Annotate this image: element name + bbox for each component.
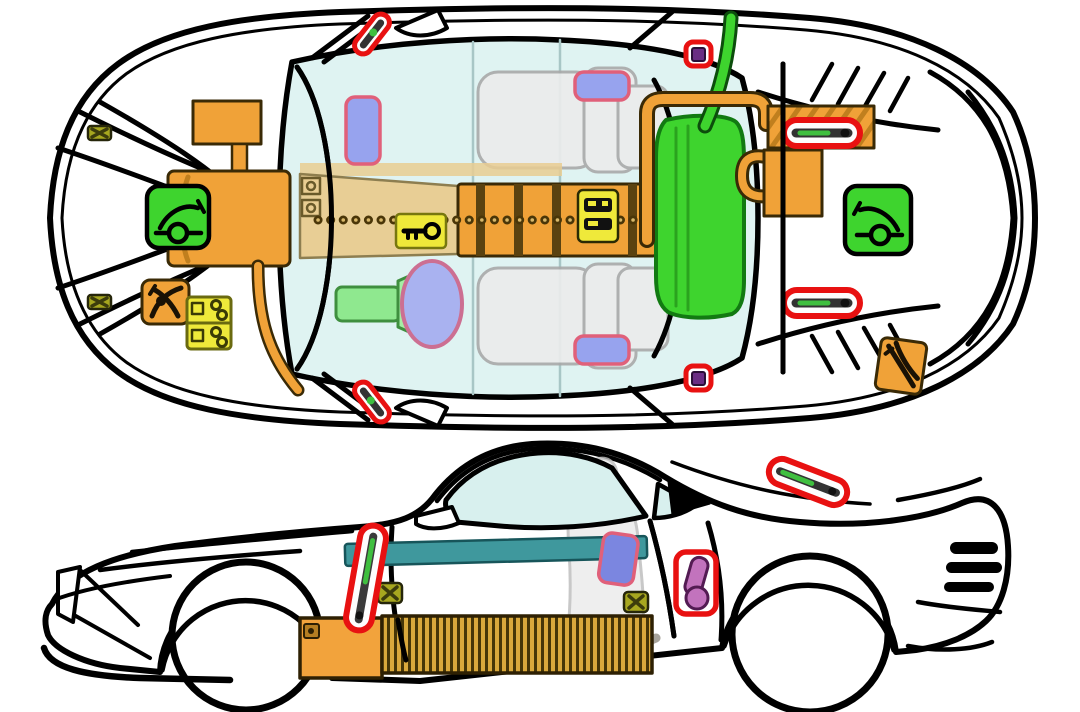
- nose-detail-lines: [52, 568, 172, 660]
- fuel-filler-tube: [697, 10, 739, 134]
- roof-inner-line: [434, 446, 663, 504]
- door-intrusion-beam: [343, 534, 649, 568]
- rear-power-box: [762, 148, 824, 218]
- door-line-overlay: [395, 617, 409, 663]
- engine-lid-release-icon: [842, 183, 914, 257]
- rear-bumper-lines: [905, 599, 1003, 652]
- taillight-cluster: [944, 542, 1002, 592]
- aux-battery-connector: [230, 142, 249, 174]
- battery-disconnect-icon: [576, 188, 620, 244]
- hood-creases: [97, 528, 355, 573]
- tail-loops: [927, 69, 1018, 367]
- rear-quarter-line: [705, 520, 725, 643]
- side-mirrors-top-view: [394, 8, 449, 428]
- seat-headrest-airbag-right: [573, 334, 631, 366]
- rear-intake-dark: [667, 481, 711, 516]
- rear-hv-cable: [639, 91, 777, 248]
- rear-spoiler-seam: [895, 476, 983, 503]
- hv-sill-battery-cells: [380, 614, 654, 675]
- side-view-overlay-lines: [395, 518, 677, 663]
- lift-point-marker-side-front: [376, 581, 404, 605]
- passenger-dash-airbag: [344, 95, 382, 166]
- b-pillar-overlay: [647, 518, 677, 639]
- belt-pretensioner-top: [683, 39, 714, 69]
- aux-battery-box: [191, 99, 263, 146]
- engine-vent-slats: [809, 61, 911, 375]
- top-body-inner-line: [60, 18, 1024, 418]
- fuse-relay-box: [185, 295, 233, 351]
- door-gas-strut-bottom: [352, 379, 392, 425]
- windshield-arc-overlay: [294, 64, 334, 372]
- fuel-tank: [654, 113, 746, 320]
- side-view-components: [298, 455, 851, 680]
- lift-point-marker-front-right: [86, 293, 113, 311]
- rescue-cutter-icon: [140, 278, 191, 326]
- front-seats-top-view: [476, 66, 670, 370]
- rescue-pliers-icon: [873, 336, 929, 396]
- hood-release-icon: [144, 183, 212, 251]
- lift-point-marker-front-left: [86, 124, 113, 142]
- steering-wheel-airbag: [400, 259, 464, 349]
- top-view-components: [86, 10, 929, 425]
- hv-tunnel-cover-band: [300, 163, 562, 176]
- front-hv-cable: [251, 259, 305, 397]
- front-splitter: [40, 644, 234, 684]
- seat-headrest-airbag-left: [573, 70, 631, 102]
- engine-lid-gas-strut-right: [781, 287, 863, 319]
- seat-side-airbag: [596, 531, 640, 587]
- door-seam-diagonals: [309, 9, 675, 427]
- front-wheel: [168, 558, 324, 712]
- belt-pretensioner-side: [673, 549, 719, 617]
- side-mirror: [414, 505, 461, 531]
- engine-lid-gas-strut-left: [781, 117, 863, 149]
- door-gas-strut-top: [352, 11, 392, 57]
- lift-point-marker-side-rear: [622, 590, 650, 614]
- belt-pretensioner-bottom: [683, 363, 714, 393]
- tailgate-gas-strut-side: [765, 455, 851, 509]
- ignition-key-icon: [394, 212, 448, 250]
- door-gas-strut-side: [343, 522, 389, 634]
- rear-wheel: [728, 552, 892, 712]
- hv-sill-battery-solid: [298, 616, 384, 680]
- top-view-overlay-lines: [294, 61, 786, 375]
